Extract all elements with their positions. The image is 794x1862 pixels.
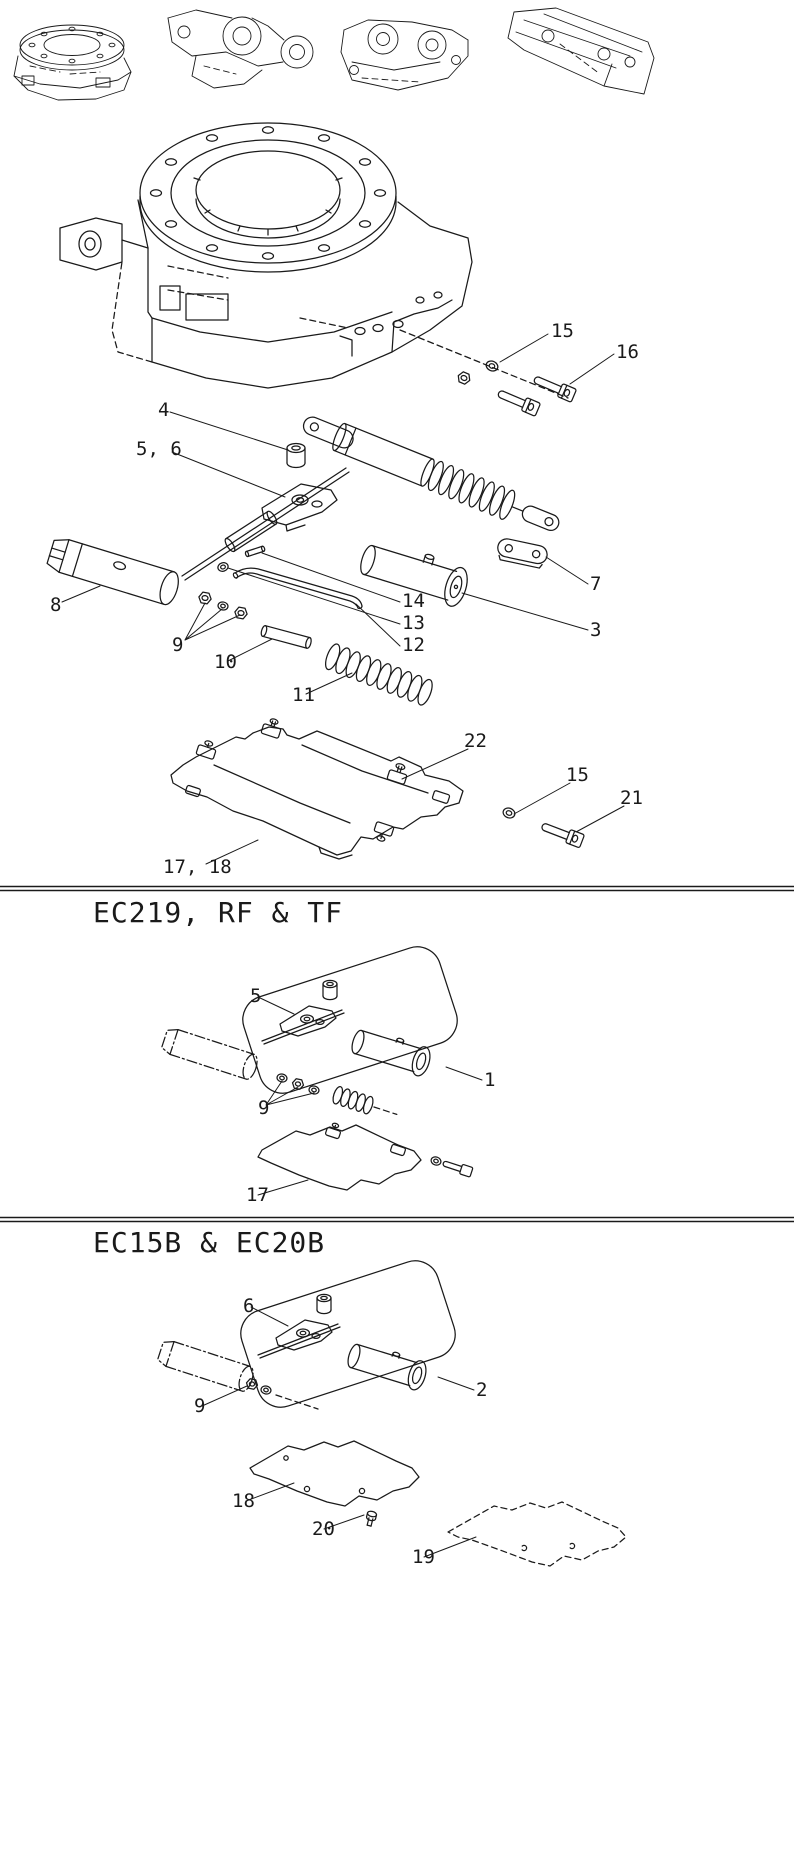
damper-cylinder (348, 1024, 435, 1079)
page-heading-ec15b: EC15B & EC20B (93, 1226, 325, 1259)
callout-6-ec15b: 6 (243, 1295, 254, 1317)
plate-clamp (373, 821, 395, 842)
thumbnail-link-assembly (167, 9, 314, 89)
section-ec15b-view (155, 1260, 627, 1567)
callout-5-ec219: 5 (250, 985, 261, 1007)
callout-9-ec219: 9 (258, 1097, 269, 1119)
connecting-rod (181, 467, 350, 581)
callout-18-ec15b: 18 (232, 1490, 255, 1512)
callout-21: 21 (620, 787, 643, 809)
callout-10: 10 (214, 651, 237, 673)
leader-lines-swing-bearing (499, 333, 615, 385)
part-11-spring (324, 643, 433, 706)
thumbnail-swing-bearing (13, 24, 132, 101)
callout-13: 13 (402, 612, 425, 634)
section-divider (0, 1216, 794, 1223)
callout-15: 15 (551, 320, 574, 342)
callout-15-plate: 15 (566, 764, 589, 786)
part-17-plate (257, 1122, 474, 1191)
callout-17-ec219: 17 (246, 1184, 269, 1206)
part-10-pin (260, 625, 312, 649)
section-divider (0, 885, 794, 892)
damper-exploded-view (46, 416, 560, 706)
part-16-bolt-b (495, 386, 542, 417)
plate-clamp (195, 740, 217, 760)
part-1-plate (242, 946, 458, 1094)
part-18-plate (249, 1440, 420, 1507)
plate-clamp (260, 718, 282, 739)
part-19-ghost-plate (447, 1501, 627, 1567)
part-4-bushing (286, 442, 306, 469)
callout-9-ec15b: 9 (194, 1395, 205, 1417)
ghost-cylinder (159, 1025, 261, 1082)
section-ec219-view (159, 946, 474, 1191)
part-15-washer-plate (501, 805, 517, 821)
plate-clamp (185, 784, 201, 798)
leader-lines-plate (205, 748, 625, 865)
callout-22: 22 (464, 730, 487, 752)
callout-16: 16 (616, 341, 639, 363)
part-16-bolt-a (531, 372, 578, 403)
callout-1-ec219: 1 (484, 1069, 495, 1091)
part-15-nut (455, 369, 473, 387)
part-5-bracket (279, 1005, 337, 1037)
part-3-cylinder (360, 544, 468, 607)
part-15-washer (483, 358, 501, 374)
callout-20-ec15b: 20 (312, 1518, 335, 1540)
thumbnail-frame-assembly (507, 7, 655, 95)
callout-3: 3 (590, 619, 601, 641)
part-9-nuts (197, 590, 249, 621)
callout-4: 4 (158, 399, 169, 421)
ghost-cylinder (155, 1337, 257, 1394)
callout-9: 9 (172, 634, 183, 656)
part-13-washer (217, 562, 229, 572)
part-8-cylinder (46, 539, 179, 606)
part-12-rod (232, 567, 363, 610)
damper-assembly (302, 416, 560, 532)
part-20-screw (365, 1510, 378, 1527)
thumbnail-roller-frame (340, 19, 469, 91)
callout-8: 8 (50, 594, 61, 616)
plate-clamp (431, 790, 451, 804)
page-heading-ec219: EC219, RF & TF (93, 896, 343, 929)
part-22-clamp (386, 763, 408, 785)
callout-11: 11 (292, 684, 315, 706)
callout-2-ec15b: 2 (476, 1379, 487, 1401)
callout-7: 7 (590, 573, 601, 595)
callout-17-18: 17, 18 (163, 856, 232, 878)
callout-5-6: 5, 6 (136, 438, 182, 460)
part-21-bolt (539, 818, 586, 849)
leader-lines-damper (61, 411, 589, 695)
mounting-plate-view (170, 718, 586, 860)
leader-lines-ec219 (257, 996, 483, 1196)
small-spring (332, 1085, 398, 1116)
callout-14: 14 (402, 590, 425, 612)
part-14-pin (244, 545, 266, 558)
part-7-link (497, 538, 548, 569)
swing-bearing-view (59, 122, 578, 417)
callout-19-ec15b: 19 (412, 1546, 435, 1568)
callout-12: 12 (402, 634, 425, 656)
leader-lines-ec15b (201, 1306, 477, 1558)
